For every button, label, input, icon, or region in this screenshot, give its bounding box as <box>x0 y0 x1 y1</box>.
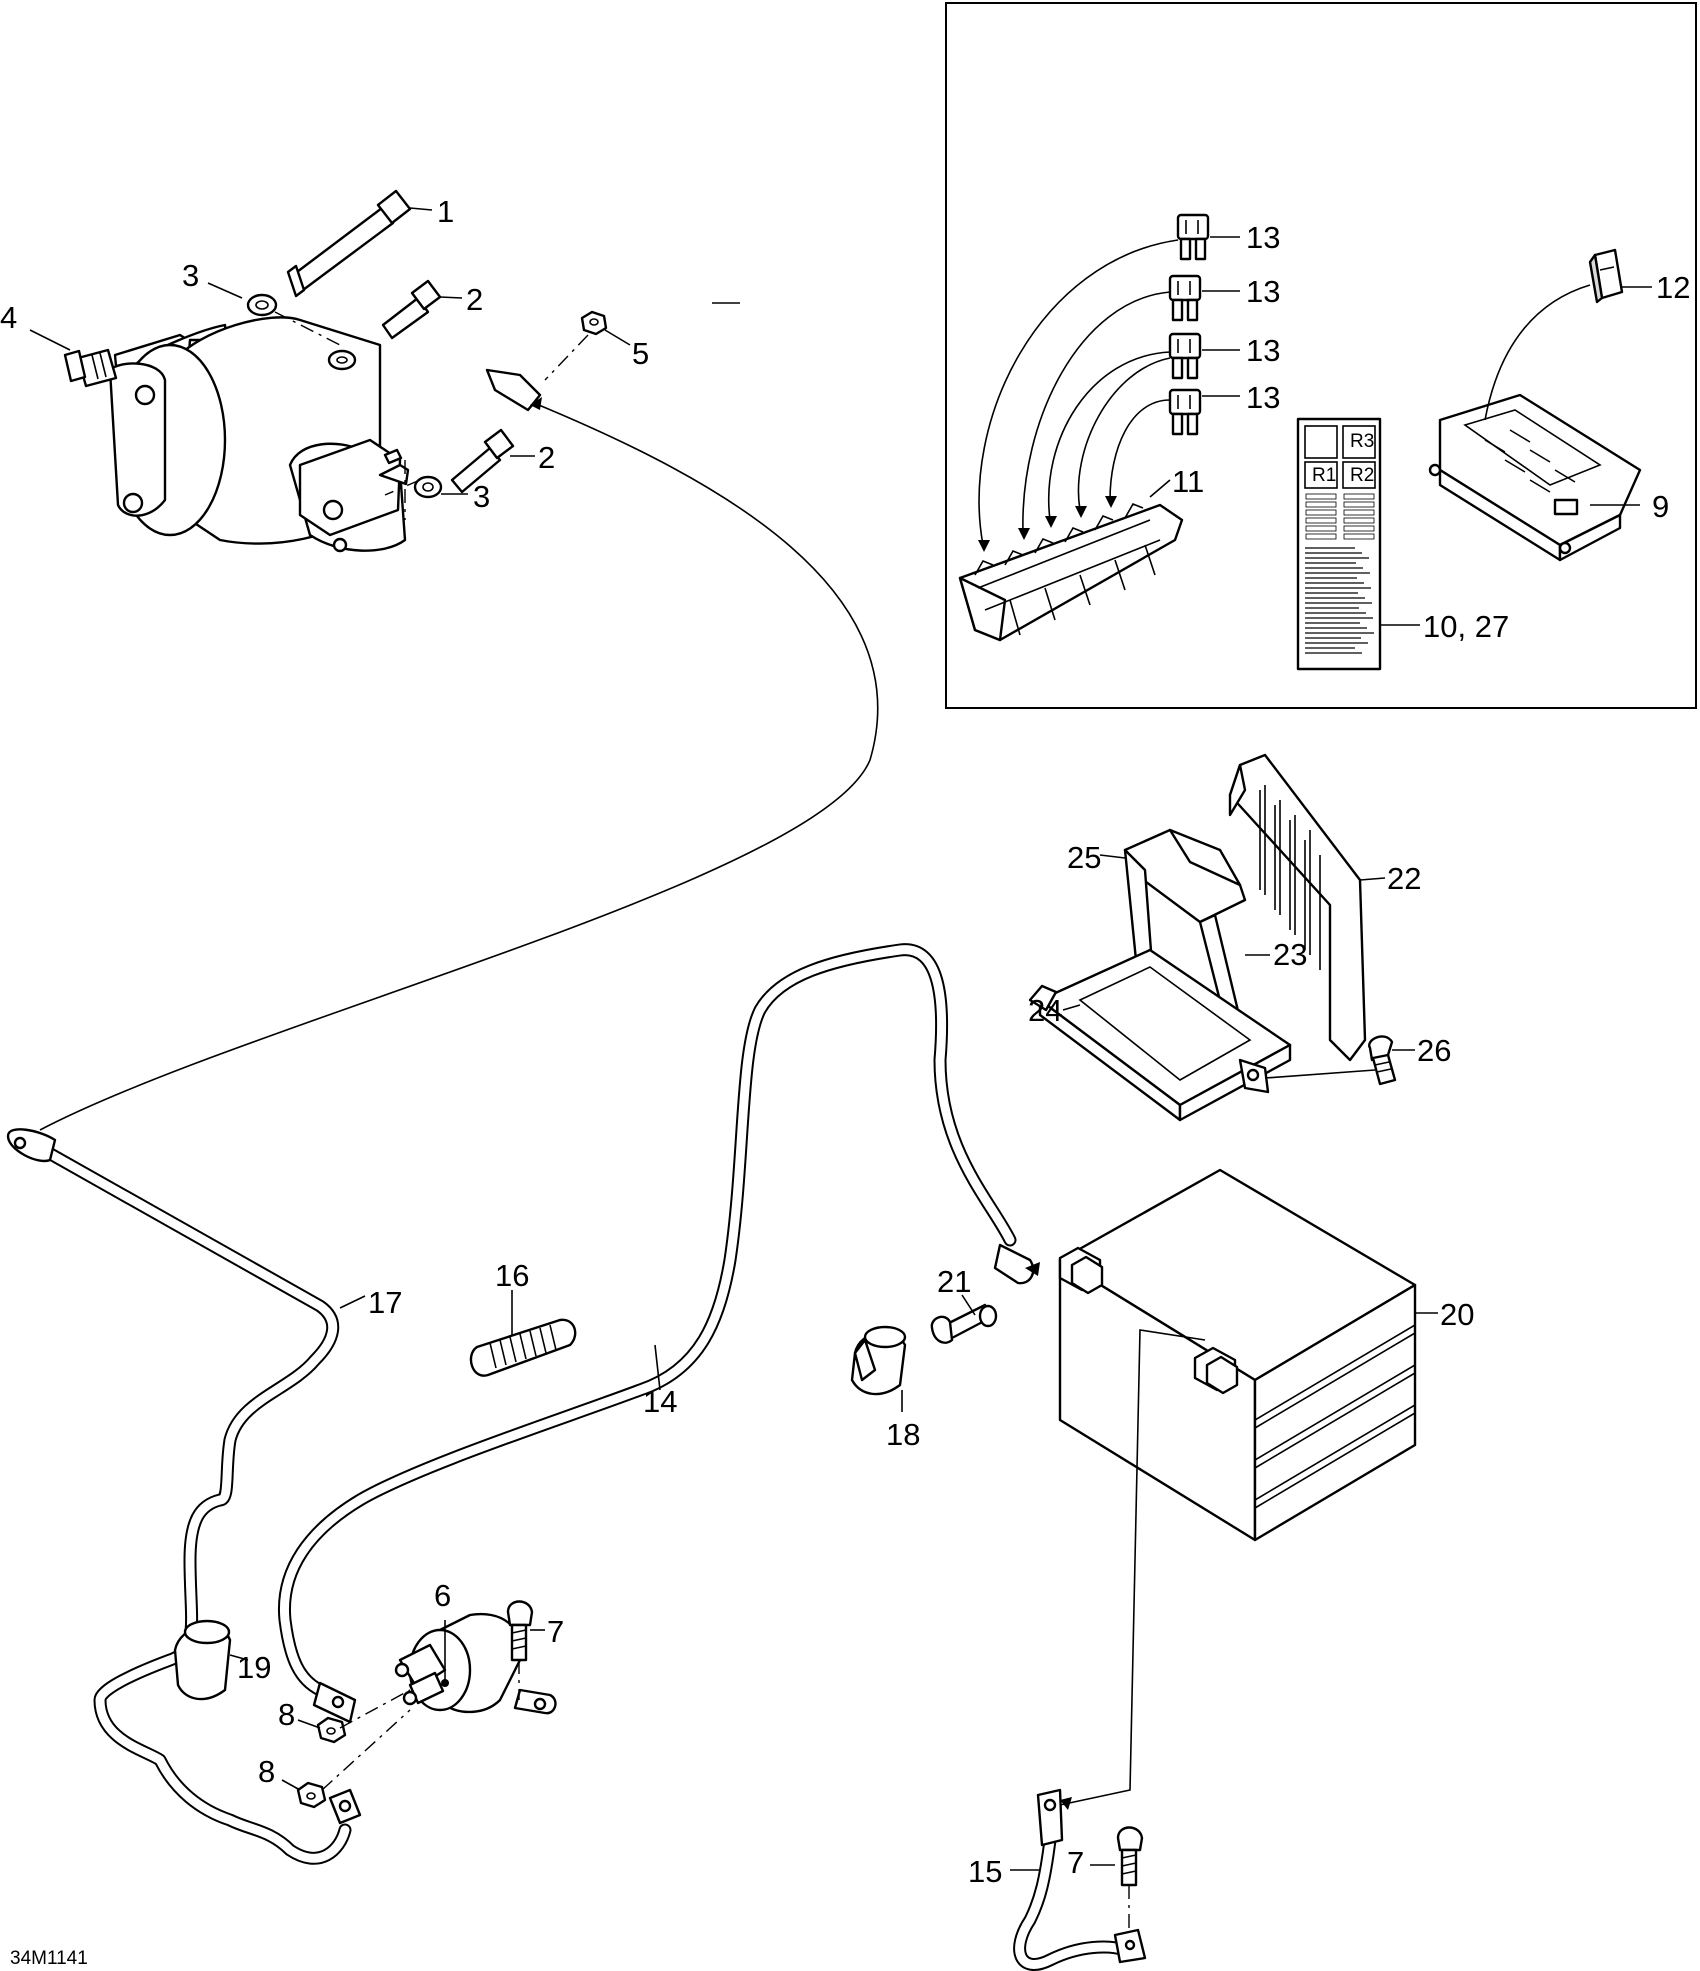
callout-13: 13 <box>1246 220 1280 255</box>
relay-label-r1: R1 <box>1312 465 1336 486</box>
callout-10-27: 10, 27 <box>1423 609 1509 644</box>
callout-2: 2 <box>466 282 483 317</box>
label-fuse-row <box>1343 517 1375 524</box>
bolt-part-2 <box>381 279 442 340</box>
ground-cable-part-15 <box>1013 1788 1147 1971</box>
callout-5: 5 <box>632 336 649 371</box>
bolt-part-1 <box>286 189 412 298</box>
relay-part-12 <box>1588 248 1624 304</box>
fuse-box-part-9 <box>1428 393 1642 562</box>
bolt-part-7b <box>1116 1826 1144 1887</box>
bolt-part-2b <box>450 428 515 494</box>
relay-label-r2: R2 <box>1350 465 1374 486</box>
screw-part-21 <box>930 1303 998 1344</box>
callout-7: 7 <box>547 1614 564 1649</box>
callout-26: 26 <box>1417 1033 1451 1068</box>
relay-label-r3: R3 <box>1350 431 1374 452</box>
washer-part-3 <box>246 293 278 317</box>
callout-13b: 13 <box>1246 274 1280 309</box>
callout-24: 24 <box>1028 993 1062 1028</box>
callout-9: 9 <box>1652 489 1669 524</box>
callout-25: 25 <box>1067 840 1101 875</box>
battery-holder-part-22 <box>1228 753 1367 1062</box>
label-fuse-row <box>1343 509 1375 516</box>
nut-part-8b <box>296 1781 327 1809</box>
callout-4: 4 <box>0 300 17 335</box>
callout-12: 12 <box>1656 270 1690 305</box>
label-fuse-row <box>1305 525 1337 532</box>
solenoid-part-6 <box>394 1612 557 1715</box>
callout-13d: 13 <box>1246 380 1280 415</box>
label-fuse-row <box>1305 501 1337 508</box>
callout-15: 15 <box>968 1854 1002 1889</box>
fuse-label-part-10-27: R3 R1 R2 <box>1296 417 1382 671</box>
label-fuse-row <box>1305 493 1337 500</box>
callout-18: 18 <box>886 1417 920 1452</box>
starter-motor-part-4 <box>63 316 410 553</box>
nut-part-8 <box>316 1716 347 1744</box>
battery-tray-part-24 <box>1028 948 1292 1122</box>
drawing-code: 34M1141 <box>10 1948 88 1969</box>
label-fuse-row <box>1343 493 1375 500</box>
nut-part-5 <box>580 310 608 336</box>
callout-20: 20 <box>1440 1297 1474 1332</box>
fuse-holder-part-11 <box>958 502 1184 642</box>
callout-1: 1 <box>437 194 454 229</box>
callout-21: 21 <box>937 1264 971 1299</box>
battery-strap-part-23-25 <box>1123 828 1247 1042</box>
callout-14: 14 <box>643 1384 677 1419</box>
label-fuse-row <box>1343 525 1375 532</box>
starter-cable-part-17 <box>6 1128 352 1865</box>
callout-7b: 7 <box>1067 1845 1084 1880</box>
label-fuse-row <box>1343 501 1375 508</box>
label-fuse-row <box>1305 509 1337 516</box>
label-fuse-row <box>1305 517 1337 524</box>
terminal-cover-part-19 <box>173 1619 232 1701</box>
bolt-part-7 <box>506 1600 534 1662</box>
fuse-box-inset-frame <box>945 2 1697 709</box>
callout-16: 16 <box>495 1258 529 1293</box>
washer-part-3b <box>413 475 443 499</box>
callout-6: 6 <box>434 1578 451 1613</box>
callout-11: 11 <box>1172 464 1204 499</box>
callout-17: 17 <box>368 1285 402 1320</box>
fuse-part-13 <box>1168 213 1210 436</box>
callout-8b: 8 <box>258 1754 275 1789</box>
battery-cable-part-14 <box>277 943 1040 1724</box>
callout-19: 19 <box>237 1650 271 1685</box>
callout-3: 3 <box>182 258 199 293</box>
callout-23: 23 <box>1273 937 1307 972</box>
label-fuse-row <box>1343 533 1375 540</box>
callout-2b: 2 <box>538 440 555 475</box>
callout-8: 8 <box>278 1697 295 1732</box>
terminal-cover-part-18 <box>850 1325 907 1396</box>
screw-part-26 <box>1368 1035 1397 1086</box>
label-fuse-row <box>1305 533 1337 540</box>
callout-3b: 3 <box>473 479 490 514</box>
callout-22: 22 <box>1387 861 1421 896</box>
grommet-part-16 <box>469 1318 577 1377</box>
callout-13c: 13 <box>1246 333 1280 368</box>
battery-part-20 <box>1058 1168 1417 1542</box>
